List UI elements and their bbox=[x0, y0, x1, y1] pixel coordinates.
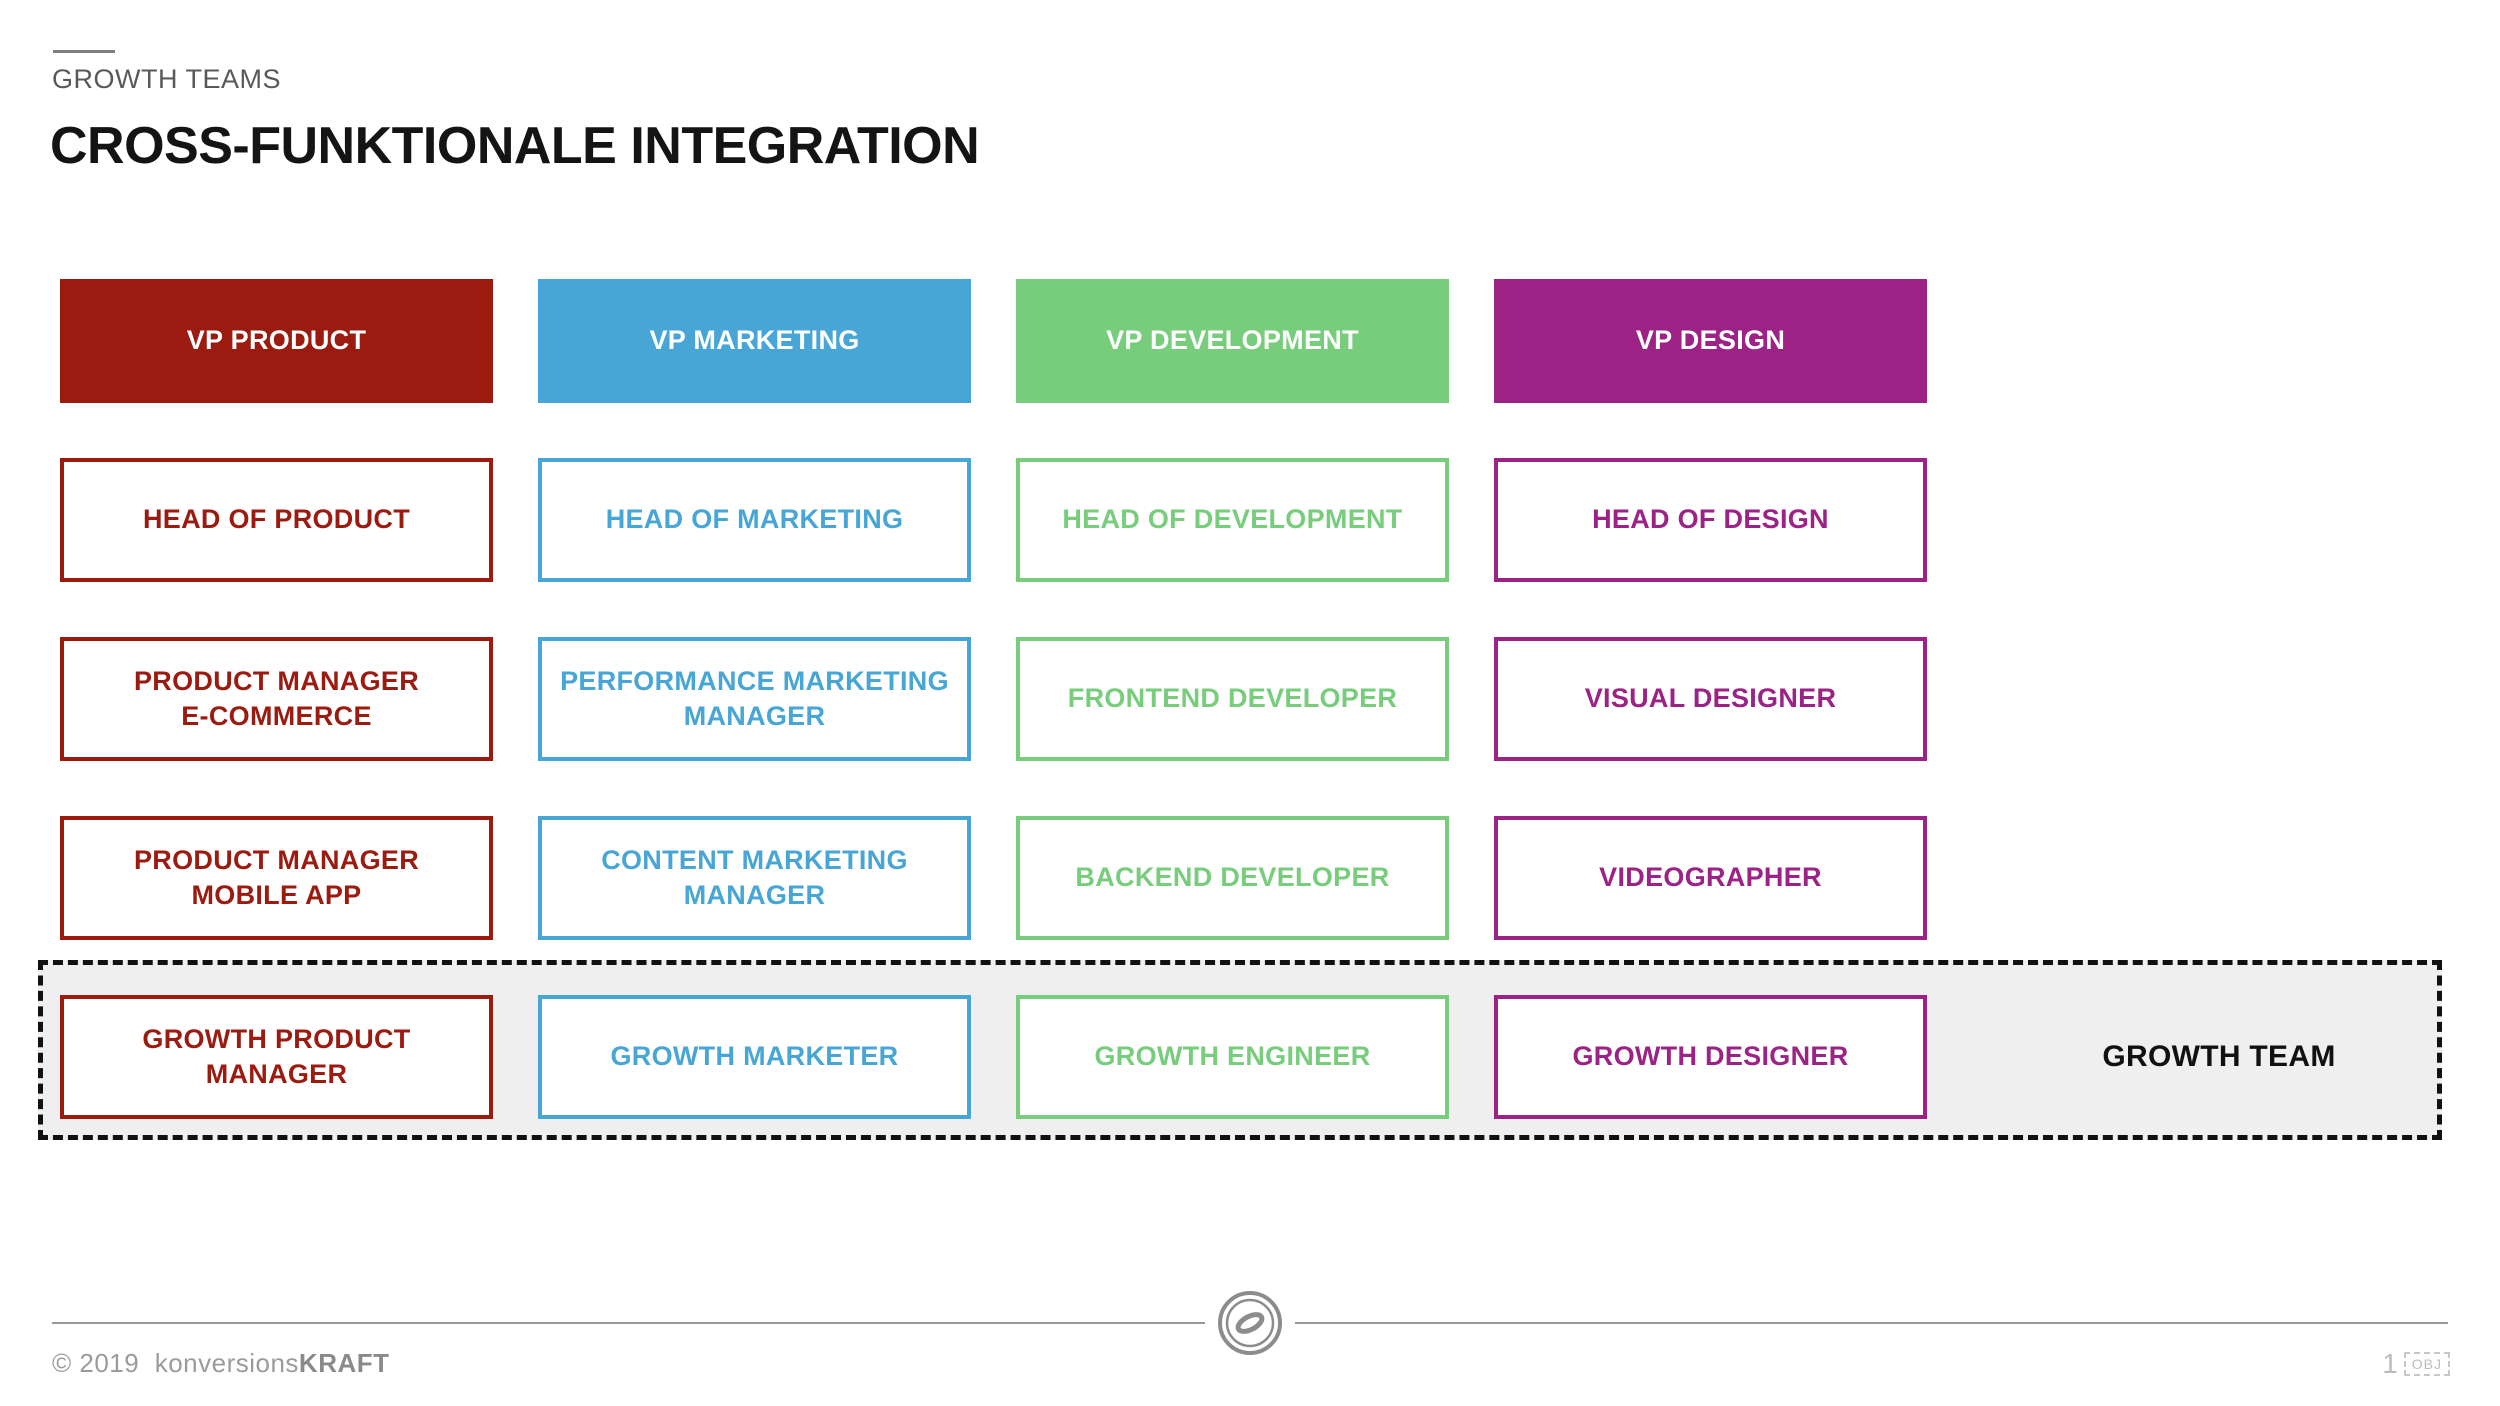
copyright-year: © 2019 bbox=[52, 1348, 140, 1378]
object-placeholder: OBJ bbox=[2403, 1352, 2450, 1376]
growth-product-manager-box: GROWTH PRODUCT MANAGER bbox=[60, 995, 493, 1119]
growth-designer-box: GROWTH DESIGNER bbox=[1494, 995, 1927, 1119]
brand-name-bold: KRAFT bbox=[298, 1348, 390, 1378]
copyright-text: © 2019 konversionsKRAFT bbox=[52, 1348, 390, 1379]
vp-development-box: VP DEVELOPMENT bbox=[1016, 279, 1449, 403]
head-of-marketing-box: HEAD OF MARKETING bbox=[538, 458, 971, 582]
page-indicator: 1 OBJ bbox=[2382, 1348, 2450, 1380]
vp-marketing-box: VP MARKETING bbox=[538, 279, 971, 403]
page-number: 1 bbox=[2382, 1348, 2398, 1379]
head-of-product-box: HEAD OF PRODUCT bbox=[60, 458, 493, 582]
product-manager-ecommerce-box: PRODUCT MANAGER E-COMMERCE bbox=[60, 637, 493, 761]
growth-marketer-box: GROWTH MARKETER bbox=[538, 995, 971, 1119]
eyebrow-label: GROWTH TEAMS bbox=[52, 64, 282, 94]
product-manager-mobile-app-box: PRODUCT MANAGER MOBILE APP bbox=[60, 816, 493, 940]
brand-name-normal: konversions bbox=[154, 1348, 299, 1378]
eyebrow-rule bbox=[53, 50, 115, 53]
content-marketing-manager-box: CONTENT MARKETING MANAGER bbox=[538, 816, 971, 940]
backend-developer-box: BACKEND DEVELOPER bbox=[1016, 816, 1449, 940]
visual-designer-box: VISUAL DESIGNER bbox=[1494, 637, 1927, 761]
performance-marketing-manager-box: PERFORMANCE MARKETING MANAGER bbox=[538, 637, 971, 761]
head-of-design-box: HEAD OF DESIGN bbox=[1494, 458, 1927, 582]
konversionskraft-logo-icon bbox=[1205, 1278, 1295, 1368]
growth-team-label: GROWTH TEAM bbox=[2102, 1040, 2336, 1073]
head-of-development-box: HEAD OF DEVELOPMENT bbox=[1016, 458, 1449, 582]
frontend-developer-box: FRONTEND DEVELOPER bbox=[1016, 637, 1449, 761]
vp-product-box: VP PRODUCT bbox=[60, 279, 493, 403]
page-title: CROSS-FUNKTIONALE INTEGRATION bbox=[50, 117, 980, 175]
videographer-box: VIDEOGRAPHER bbox=[1494, 816, 1927, 940]
vp-design-box: VP DESIGN bbox=[1494, 279, 1927, 403]
growth-engineer-box: GROWTH ENGINEER bbox=[1016, 995, 1449, 1119]
